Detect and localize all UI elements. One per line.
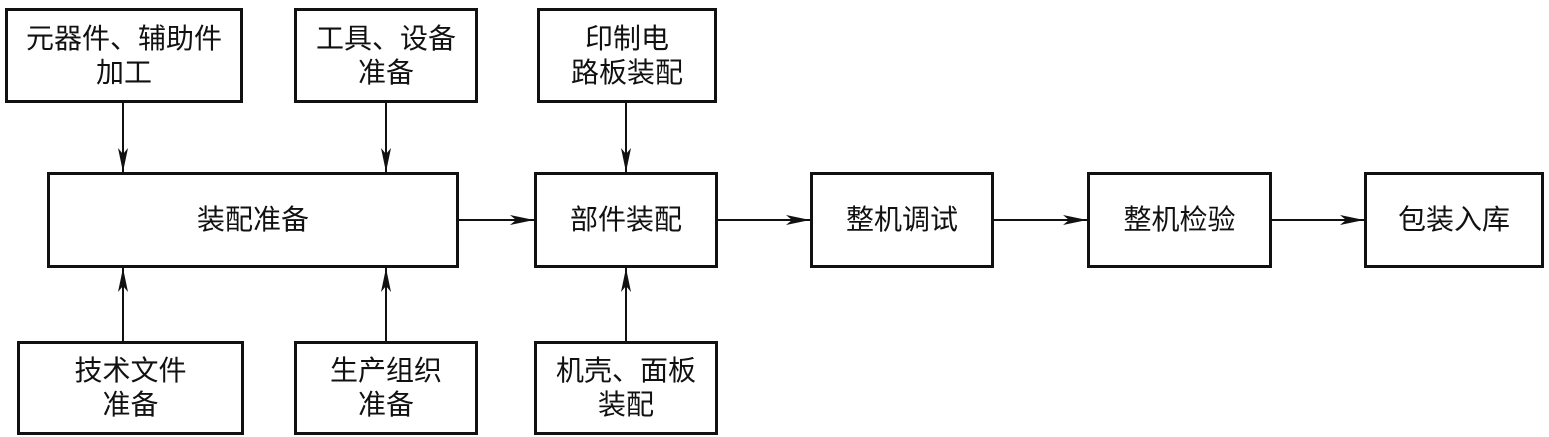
box-casing-panel: 机壳、面板 装配: [534, 341, 718, 435]
box-line: 加工: [95, 55, 152, 89]
box-line: 部件装配: [569, 203, 682, 236]
box-line: 机壳、面板: [555, 354, 696, 387]
box-line: 包装入库: [1397, 203, 1510, 236]
box-assembly-prep: 装配准备: [47, 172, 459, 268]
box-machine-debug: 整机调试: [810, 172, 994, 268]
box-line: 元器件、辅助件: [25, 21, 222, 55]
box-line: 整机检验: [1123, 203, 1236, 236]
box-line: 准备: [357, 388, 414, 421]
box-line: 印制电: [584, 21, 669, 55]
box-line: 装配准备: [196, 203, 309, 236]
box-component-processing: 元器件、辅助件 加工: [5, 8, 243, 103]
box-line: 工具、设备: [315, 21, 456, 55]
box-line: 生产组织: [329, 354, 442, 387]
box-packaging-storage: 包装入库: [1364, 172, 1544, 268]
box-line: 准备: [102, 388, 159, 421]
box-line: 技术文件: [74, 354, 187, 387]
box-line: 整机调试: [845, 203, 958, 236]
box-production-org: 生产组织 准备: [294, 341, 478, 435]
box-tech-docs: 技术文件 准备: [17, 341, 244, 435]
box-part-assembly: 部件装配: [534, 172, 718, 268]
box-machine-inspection: 整机检验: [1087, 172, 1272, 268]
box-line: 路板装配: [570, 55, 683, 89]
box-tools-equipment: 工具、设备 准备: [294, 8, 478, 103]
box-line: 装配: [597, 388, 654, 421]
box-pcb-assembly: 印制电 路板装配: [537, 8, 717, 103]
box-line: 准备: [357, 55, 414, 89]
